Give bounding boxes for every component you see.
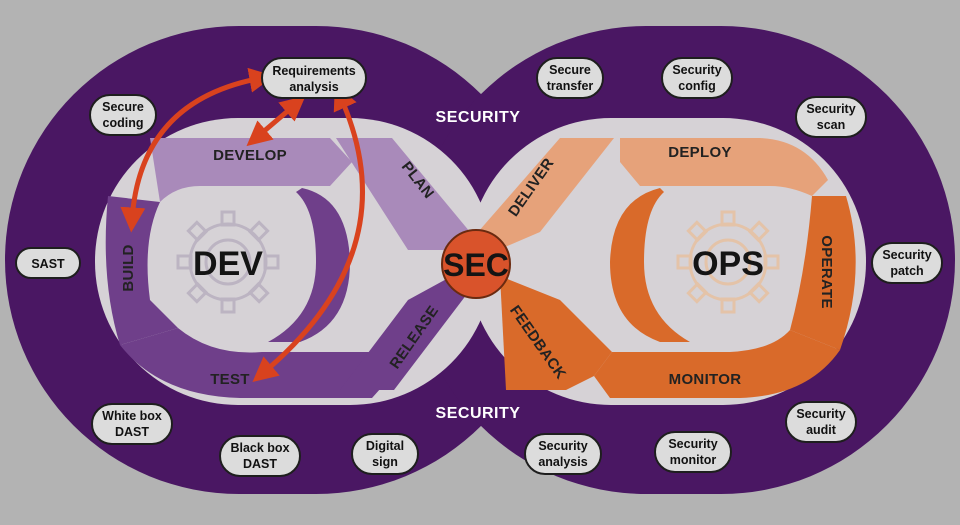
security-config-line1: Security [672, 63, 721, 77]
deliver-segment [478, 138, 614, 250]
secure-coding-line2: coding [103, 116, 144, 130]
develop-label: DEVELOP [213, 147, 287, 164]
white-box-dast-line2: DAST [115, 425, 149, 439]
secure-transfer-line1: Secure [549, 63, 591, 77]
secure-transfer-line2: transfer [547, 79, 594, 93]
security-config-line2: config [678, 79, 716, 93]
practice-digital-sign: Digital sign [351, 433, 419, 475]
practice-secure-coding: Secure coding [89, 94, 157, 136]
test-label: TEST [210, 371, 250, 388]
security-label-bottom: SECURITY [436, 405, 521, 422]
digital-sign-line2: sign [372, 455, 398, 469]
requirements-analysis-line1: Requirements [272, 64, 355, 78]
practice-security-scan: Security scan [795, 96, 867, 138]
operate-segment [790, 196, 856, 350]
feedback-segment [500, 276, 612, 390]
practice-white-box-dast: White box DAST [91, 403, 173, 445]
deploy-segment [620, 138, 828, 196]
arrow-requirements-to-test [252, 84, 365, 383]
ops-inner-arc [610, 188, 690, 342]
practice-security-audit: Security audit [785, 401, 857, 443]
security-monitor-line1: Security [668, 437, 717, 451]
requirements-arrows [120, 67, 365, 383]
sec-circle [441, 229, 511, 299]
ops-gear-icon [676, 210, 780, 314]
requirements-analysis-line2: analysis [289, 80, 338, 94]
security-label-top: SECURITY [436, 109, 521, 126]
practice-secure-transfer: Secure transfer [536, 57, 604, 99]
monitor-label: MONITOR [669, 371, 742, 388]
ops-loop-segments [478, 138, 856, 398]
secure-coding-line1: Secure [102, 100, 144, 114]
sast-line1: SAST [31, 257, 65, 271]
security-patch-line2: patch [890, 264, 923, 278]
security-audit-line1: Security [796, 407, 845, 421]
deploy-label: DEPLOY [668, 144, 731, 161]
black-box-dast-line2: DAST [243, 457, 277, 471]
practice-sast: SAST [15, 247, 81, 279]
practice-security-analysis: Security analysis [524, 433, 602, 475]
build-segment [105, 196, 178, 345]
security-scan-line2: scan [817, 118, 846, 132]
monitor-segment [594, 330, 840, 398]
security-analysis-line2: analysis [538, 455, 587, 469]
plan-segment [336, 138, 470, 250]
operate-label: OPERATE [818, 235, 835, 309]
practice-security-patch: Security patch [871, 242, 943, 284]
security-monitor-line2: monitor [670, 453, 717, 467]
build-label: BUILD [120, 244, 137, 291]
practice-black-box-dast: Black box DAST [219, 435, 301, 477]
dev-label: DEV [193, 245, 263, 283]
security-scan-line1: Security [806, 102, 855, 116]
white-box-dast-line1: White box [102, 409, 162, 423]
practice-security-monitor: Security monitor [654, 431, 732, 473]
sec-label: SEC [443, 247, 509, 283]
security-audit-line2: audit [806, 423, 837, 437]
arrow-requirements-to-build [120, 67, 275, 233]
security-analysis-line1: Security [538, 439, 587, 453]
release-segment [340, 276, 470, 390]
practice-security-config: Security config [661, 57, 733, 99]
ops-label: OPS [692, 245, 764, 283]
digital-sign-line1: Digital [366, 439, 404, 453]
black-box-dast-line1: Black box [230, 441, 289, 455]
practice-requirements-analysis: Requirements analysis [261, 57, 367, 99]
security-patch-line1: Security [882, 248, 931, 262]
